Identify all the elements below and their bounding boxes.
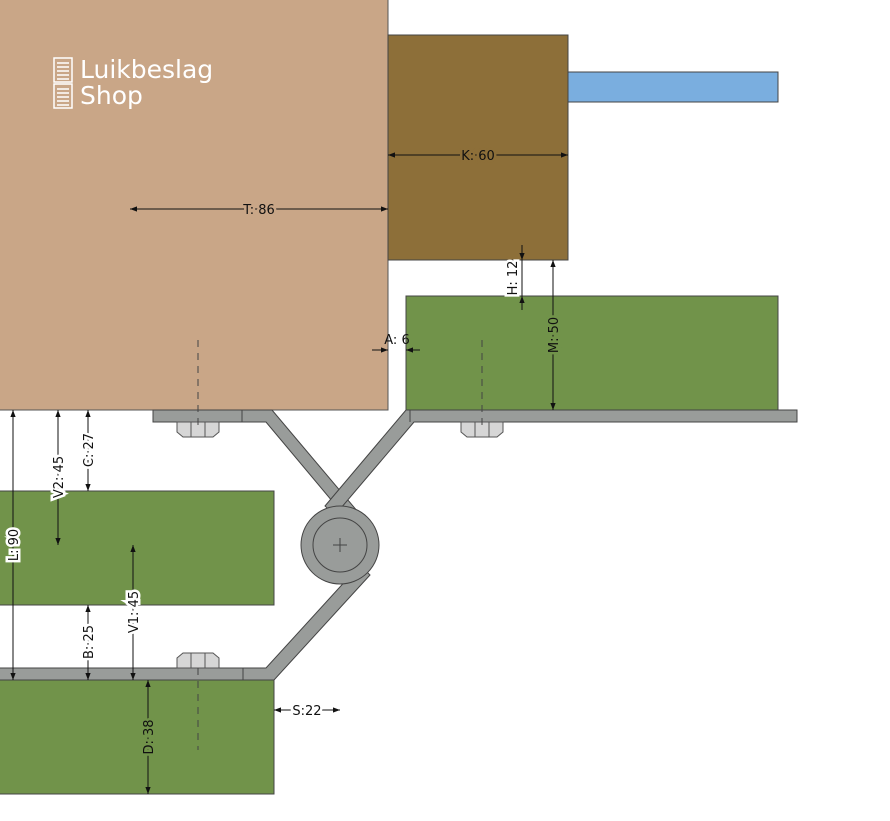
dim-label-a: A: 6 bbox=[384, 333, 409, 348]
hinge-plate-upper-right bbox=[324, 409, 798, 516]
dim-label-k: K: 60 bbox=[461, 149, 495, 164]
logo: Luikbeslag Shop bbox=[53, 55, 213, 110]
dim-label-t: T: 86 bbox=[242, 203, 275, 218]
dimension-lines bbox=[10, 152, 568, 794]
logo-line2: Shop bbox=[80, 81, 143, 110]
hinge-knuckle bbox=[300, 505, 380, 585]
dim-label-h: H: 12 bbox=[506, 261, 521, 296]
shutter-logo-icon bbox=[53, 57, 73, 109]
dim-label-l: L: 90 bbox=[7, 529, 22, 561]
dim-label-s: S:22 bbox=[292, 704, 321, 719]
glass-bar bbox=[567, 71, 779, 103]
dim-label-d: D: 38 bbox=[142, 719, 157, 754]
shutter-block bbox=[387, 34, 569, 261]
nut-lower bbox=[176, 652, 220, 669]
dim-label-m: M: 50 bbox=[547, 317, 562, 353]
wall-frame bbox=[0, 0, 389, 411]
board-bottom-left bbox=[0, 679, 275, 795]
nut-upper-left bbox=[176, 421, 220, 438]
screw-centerlines bbox=[197, 340, 483, 750]
dim-label-v1: V1: 45 bbox=[127, 591, 142, 633]
board-middle-left bbox=[0, 490, 275, 606]
dim-label-v2: V2: 45 bbox=[52, 456, 67, 498]
plate-marks bbox=[241, 410, 411, 680]
dim-label-b: B: 25 bbox=[82, 625, 97, 659]
dim-label-c: C: 27 bbox=[82, 433, 97, 467]
logo-line1: Luikbeslag bbox=[80, 55, 213, 84]
nut-upper-right bbox=[460, 421, 504, 438]
board-upper-right bbox=[405, 295, 779, 411]
hinge-plate-lower bbox=[0, 564, 371, 681]
